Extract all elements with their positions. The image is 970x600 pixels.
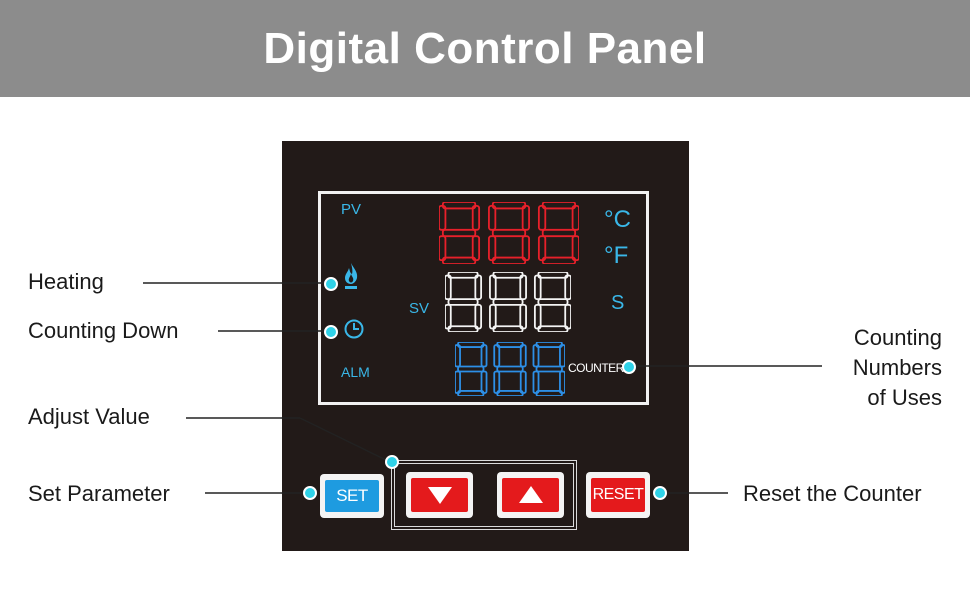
adjust-button-group — [391, 460, 577, 530]
clock-icon — [344, 319, 364, 339]
digit-segment — [455, 370, 461, 394]
digit-segment — [493, 370, 501, 394]
digit-segment — [489, 303, 497, 330]
digit-segment — [441, 228, 477, 238]
triangle-up-icon — [518, 486, 543, 503]
digit-segment — [445, 303, 452, 330]
digit-segment — [537, 298, 569, 306]
digit-segment — [521, 204, 530, 231]
digit-segment — [496, 365, 524, 373]
sv-label: SV — [409, 300, 430, 317]
digit-segment — [519, 344, 527, 368]
title-banner — [0, 0, 970, 97]
digit-segment — [480, 344, 488, 368]
down-button[interactable] — [406, 472, 473, 518]
counter-label: COUNTER — [568, 361, 624, 375]
digit-segment — [445, 274, 452, 301]
callout-counting-down: Counting Down — [28, 318, 179, 343]
digit-segment — [533, 274, 542, 301]
flame-icon — [345, 263, 358, 289]
callout-counting-numbers: Counting Numbers of Uses — [853, 323, 942, 413]
digit-segment — [519, 274, 527, 301]
reset-button-label: RESET — [592, 486, 644, 503]
digit-segment — [564, 274, 571, 301]
digit-segment — [493, 344, 501, 368]
pv-digits — [439, 202, 579, 264]
digit-segment — [492, 298, 524, 306]
reset-button[interactable]: RESET — [586, 472, 650, 518]
set-button[interactable]: SET — [320, 474, 384, 518]
callout-set-parameter: Set Parameter — [28, 481, 170, 506]
digit-segment — [474, 274, 483, 301]
counting-down-dot — [324, 325, 338, 339]
digit-segment — [480, 370, 488, 394]
digit-segment — [564, 303, 571, 330]
digit-segment — [537, 204, 547, 231]
digit-segment — [532, 370, 540, 394]
counting-numbers-dot — [622, 360, 636, 374]
digit-segment — [474, 303, 483, 330]
triangle-down-icon — [427, 487, 452, 504]
digit-segment — [537, 235, 547, 262]
digit-segment — [447, 298, 479, 306]
digit-segment — [519, 370, 527, 394]
digit-segment — [532, 344, 540, 368]
pv-label: PV — [341, 201, 362, 218]
fahrenheit-unit: °F — [604, 242, 629, 269]
digit-segment — [533, 303, 542, 330]
digit-segment — [491, 228, 527, 238]
digit-segment — [535, 365, 563, 373]
digit-segment — [488, 204, 497, 231]
digit-segment — [489, 274, 497, 301]
callout-heating: Heating — [28, 269, 104, 294]
digit-segment — [519, 303, 527, 330]
page-title: Digital Control Panel — [263, 24, 707, 73]
digit-segment — [471, 235, 481, 262]
up-button[interactable] — [497, 472, 564, 518]
callout-adjust-value: Adjust Value — [28, 404, 150, 429]
digit-segment — [439, 204, 447, 231]
celsius-unit: °C — [604, 206, 631, 233]
sv-digits — [445, 272, 571, 332]
seconds-unit: S — [611, 292, 625, 314]
reset-counter-dot — [653, 486, 667, 500]
callout-counting-numbers-line1: Counting — [853, 325, 942, 350]
adjust-value-dot — [385, 455, 399, 469]
callout-counting-numbers-line3: of Uses — [867, 385, 942, 410]
digit-segment — [439, 235, 447, 262]
digit-segment — [471, 204, 481, 231]
heating-dot — [324, 277, 338, 291]
digit-segment — [521, 235, 530, 262]
digit-segment — [455, 344, 461, 368]
digit-segment — [488, 235, 497, 262]
display-screen: PV SV ALM °C °F S COUNTER — [318, 191, 649, 405]
digit-segment — [541, 228, 577, 238]
digit-segment — [457, 365, 485, 373]
alm-label: ALM — [341, 364, 370, 380]
callout-counting-numbers-line2: Numbers — [852, 355, 942, 380]
set-parameter-dot — [303, 486, 317, 500]
set-button-label: SET — [336, 486, 368, 505]
callout-reset-counter: Reset the Counter — [743, 481, 922, 506]
